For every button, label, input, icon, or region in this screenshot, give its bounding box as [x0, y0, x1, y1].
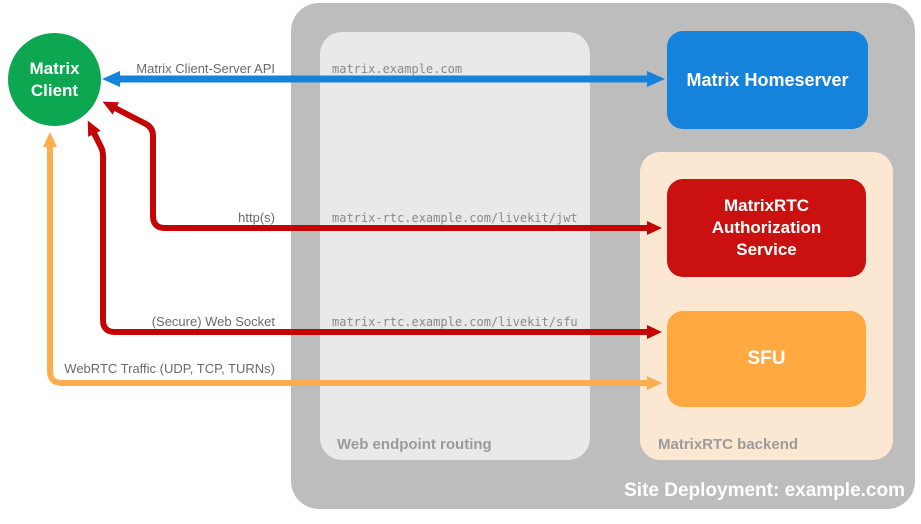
endpoint-livekit-sfu-path: matrix-rtc.example.com/livekit/sfu: [332, 315, 578, 329]
matrixrtc-authorization-service-label: MatrixRTC Authorization Service: [711, 196, 822, 259]
web-endpoint-routing-label: Web endpoint routing: [337, 436, 492, 453]
endpoint-livekit-jwt-path: matrix-rtc.example.com/livekit/jwt: [332, 211, 578, 225]
site-deployment-label: Site Deployment: example.com: [624, 480, 905, 501]
websocket-arrow-label: (Secure) Web Socket: [151, 314, 275, 329]
matrix-homeserver-label: Matrix Homeserver: [686, 69, 849, 90]
webrtc-traffic-arrow-label: WebRTC Traffic (UDP, TCP, TURNs): [64, 361, 275, 376]
matrix-homeserver-node: Matrix Homeserver: [667, 31, 868, 129]
sfu-label: SFU: [747, 348, 786, 369]
client-server-api-arrow-label: Matrix Client-Server API: [136, 61, 275, 76]
matrixrtc-backend-label: MatrixRTC backend: [658, 436, 799, 453]
matrix-client-node: Matrix Client: [8, 33, 101, 126]
endpoint-matrix-hostname: matrix.example.com: [332, 62, 463, 76]
web-endpoint-routing-container: [320, 32, 590, 460]
sfu-node: SFU: [667, 311, 866, 407]
matrix-client-label-line1: Matrix: [29, 58, 80, 78]
matrixrtc-authorization-service-node: MatrixRTC Authorization Service: [667, 179, 866, 277]
matrix-client-label-line2: Client: [30, 80, 79, 100]
https-arrow-label: http(s): [238, 210, 275, 225]
